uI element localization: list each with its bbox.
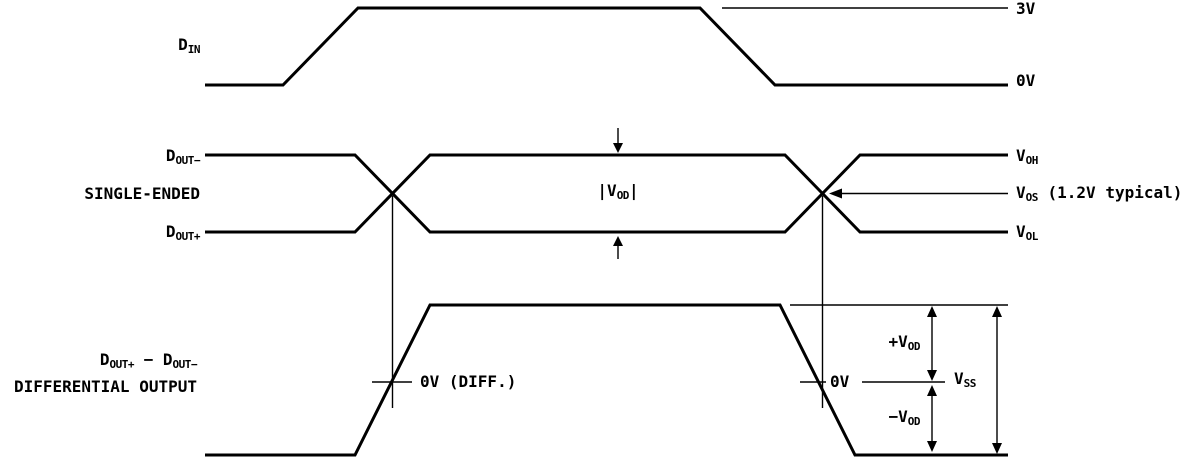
level-3v-label: 3V: [1016, 1, 1035, 17]
text-base: 0V: [1016, 71, 1036, 90]
vol-label: VOL: [1016, 222, 1039, 243]
vss-label: VSS: [954, 369, 977, 390]
voh-label: VOH: [1016, 146, 1039, 167]
dout-minus-waveform: [205, 153, 1008, 234]
diff-title-line1: DOUT+ − DOUT−: [99, 350, 198, 371]
text-sub: OD: [907, 415, 921, 428]
dout-minus-label: DOUT−: [165, 146, 201, 167]
text-sub: IN: [187, 43, 201, 56]
neg-vod-label: −VOD: [888, 407, 921, 428]
text-sub: OS: [1025, 191, 1039, 204]
pos-vod-label: +VOD: [888, 332, 921, 353]
text-base: |V: [597, 181, 617, 200]
vod-up-arrow: [613, 236, 623, 259]
vss-arrow: [992, 306, 1002, 454]
text-sub: OD: [616, 189, 630, 202]
text-base: D: [165, 146, 176, 165]
text-base: V: [954, 369, 964, 388]
vod-down-arrow: [613, 128, 623, 153]
text-base: V: [1016, 183, 1026, 202]
text-sub: OD: [907, 340, 921, 353]
text-sub: SS: [963, 377, 977, 390]
vod-label: |VOD|: [597, 181, 639, 202]
dout-plus-label: DOUT+: [165, 222, 201, 243]
text-base: D: [99, 350, 110, 369]
text-note: (1.2V typical): [1037, 183, 1183, 202]
text-sub: OL: [1025, 230, 1039, 243]
vos-pointer-arrow: [829, 188, 1008, 199]
text-base: V: [1016, 222, 1026, 241]
diff-waveform: [205, 303, 1008, 457]
text-sub: OUT+: [175, 230, 201, 243]
pos-vod-arrow: [927, 306, 937, 381]
text-base: 0V (DIFF.): [420, 372, 517, 391]
text-sub: OUT−: [172, 358, 198, 371]
text-close: |: [628, 181, 639, 200]
zero-right-label: 0V: [830, 374, 849, 390]
dout-plus-waveform: [205, 153, 1008, 234]
text-base: 3V: [1016, 0, 1036, 18]
din-waveform: [205, 6, 1008, 87]
text-base: D: [178, 35, 188, 54]
text-mid: − D: [133, 350, 173, 369]
level-0v-label: 0V: [1016, 73, 1035, 89]
text-sub: OH: [1025, 154, 1039, 167]
text-base: D: [165, 222, 176, 241]
text-base: V: [1016, 146, 1026, 165]
vos-label: VOS (1.2V typical): [1016, 183, 1183, 204]
neg-vod-arrow: [927, 385, 937, 452]
text-base: DIFFERENTIAL OUTPUT: [13, 377, 197, 396]
text-sub: OUT+: [109, 358, 134, 371]
diff-title-line2: DIFFERENTIAL OUTPUT: [14, 379, 197, 395]
text-base: SINGLE-ENDED: [84, 184, 200, 203]
zero-diff-label: 0V (DIFF.): [420, 374, 516, 390]
text-base: 0V: [830, 372, 850, 391]
din-label: DIN: [178, 35, 201, 56]
text-base: −V: [888, 407, 908, 426]
single-ended-label: SINGLE-ENDED: [84, 186, 200, 202]
text-sub: OUT−: [175, 154, 201, 167]
text-base: +V: [888, 332, 908, 351]
